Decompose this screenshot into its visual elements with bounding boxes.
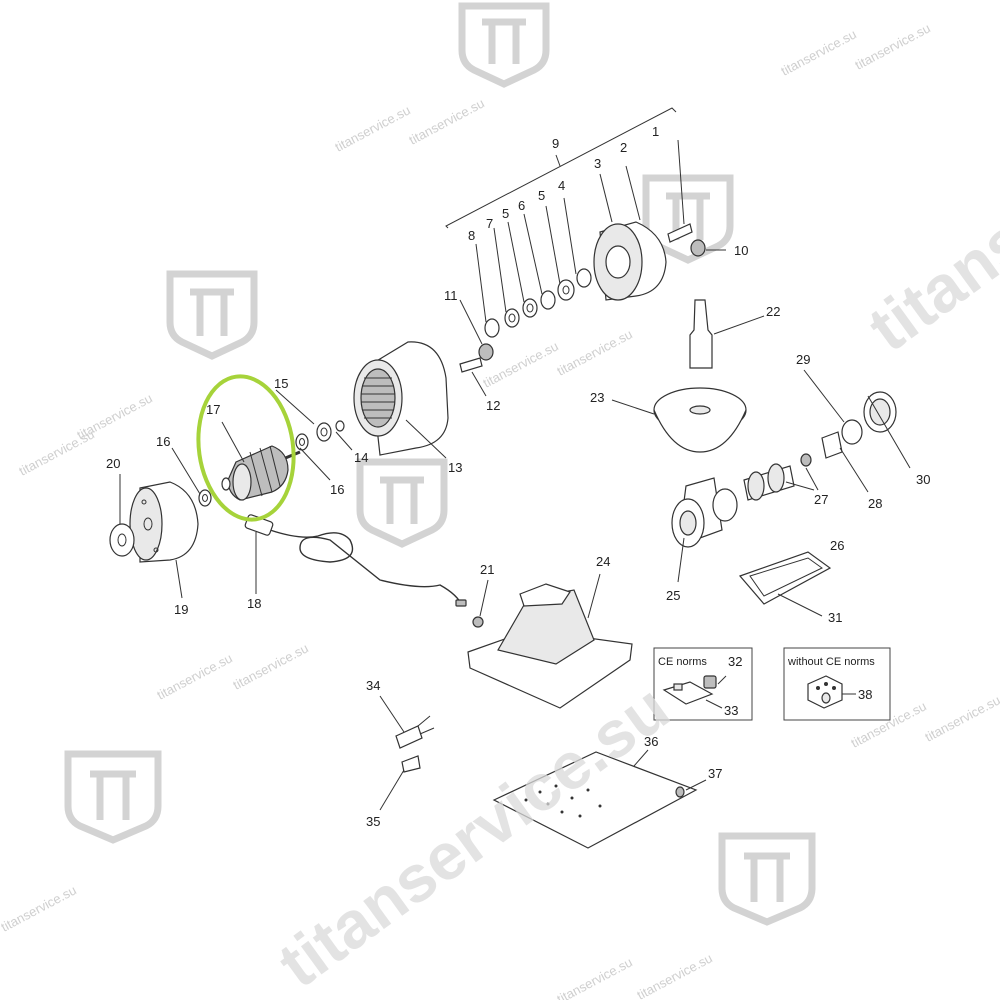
ce-norms-box: CE norms 32 33	[653, 647, 753, 721]
callout-2: 2	[620, 140, 627, 155]
callout-33: 33	[724, 703, 738, 718]
callout-labels: 1 2 3 4 5 5 6 7 8 9 10 11 12 13 14 15 16…	[106, 124, 930, 829]
callout-37: 37	[708, 766, 722, 781]
callout-32: 32	[728, 654, 742, 669]
callout-29: 29	[796, 352, 810, 367]
callout-18: 18	[247, 596, 261, 611]
watermark-small: titanservice.su	[778, 26, 858, 78]
watermark-logo	[64, 750, 162, 844]
callout-14: 14	[354, 450, 368, 465]
switch-parts	[395, 715, 435, 773]
watermark-small: titanservice.su	[154, 650, 234, 702]
callout-15: 15	[274, 376, 288, 391]
callout-13: 13	[448, 460, 462, 475]
callout-30: 30	[916, 472, 930, 487]
callout-26: 26	[830, 538, 844, 553]
callout-6: 6	[518, 198, 525, 213]
callout-25: 25	[666, 588, 680, 603]
circuit-board	[492, 751, 698, 849]
base-stand	[467, 583, 633, 709]
watermark-logo	[718, 832, 816, 926]
watermark-small: titanservice.su	[16, 426, 96, 478]
callout-36: 36	[644, 734, 658, 749]
callout-27: 27	[814, 492, 828, 507]
watermark-small: titanservice.su	[0, 882, 79, 934]
callout-10: 10	[734, 243, 748, 258]
callout-1: 1	[652, 124, 659, 139]
callout-8: 8	[468, 228, 475, 243]
ce-norms-title: CE norms	[658, 656, 707, 668]
callout-17: 17	[206, 402, 220, 417]
watermark-small: titanservice.su	[922, 692, 1000, 744]
non-ce-norms-box: without CE norms 38	[783, 647, 891, 721]
watermark-logo	[458, 2, 550, 88]
watermark-small: titanservice.su	[406, 95, 486, 147]
callout-7: 7	[486, 216, 493, 231]
callout-11: 11	[444, 288, 458, 303]
watermark-small: titanservice.su	[332, 102, 412, 154]
callout-16a: 16	[156, 434, 170, 449]
watermark-small: titanservice.su	[230, 640, 310, 692]
callout-5a: 5	[538, 188, 545, 203]
watermark-small: titanservice.su	[480, 338, 560, 390]
watermark-logo	[166, 270, 258, 360]
callout-22: 22	[766, 304, 780, 319]
non-ce-norms-title: without CE norms	[787, 656, 875, 668]
watermark-logo	[356, 458, 448, 548]
callout-5b: 5	[502, 206, 509, 221]
callout-16b: 16	[330, 482, 344, 497]
grinder-parts	[653, 299, 897, 605]
callout-4: 4	[558, 178, 565, 193]
watermark-small: titanservice.su	[634, 950, 714, 1000]
callout-21: 21	[480, 562, 494, 577]
watermark-small: titanservice.su	[554, 954, 634, 1000]
end-shield	[109, 481, 199, 563]
callout-31: 31	[828, 610, 842, 625]
watermark-small: titanservice.su	[554, 326, 634, 378]
callout-19: 19	[174, 602, 188, 617]
watermark-large: titanservice.su	[855, 34, 1000, 366]
callout-23: 23	[590, 390, 604, 405]
callout-28: 28	[868, 496, 882, 511]
callout-20: 20	[106, 456, 120, 471]
leader-lines	[119, 107, 911, 811]
callout-12: 12	[486, 398, 500, 413]
gearbox-assembly	[459, 221, 706, 373]
watermark-large: titanservice.su	[265, 670, 682, 1000]
watermark-logos	[64, 2, 816, 926]
callout-9: 9	[552, 136, 559, 151]
callout-3: 3	[594, 156, 601, 171]
callout-24: 24	[596, 554, 610, 569]
callout-35: 35	[366, 814, 380, 829]
motor-housing	[353, 341, 449, 456]
highlight-ellipse	[196, 374, 296, 522]
callout-38: 38	[858, 687, 872, 702]
watermark-small: titanservice.su	[852, 20, 932, 72]
callout-34: 34	[366, 678, 380, 693]
